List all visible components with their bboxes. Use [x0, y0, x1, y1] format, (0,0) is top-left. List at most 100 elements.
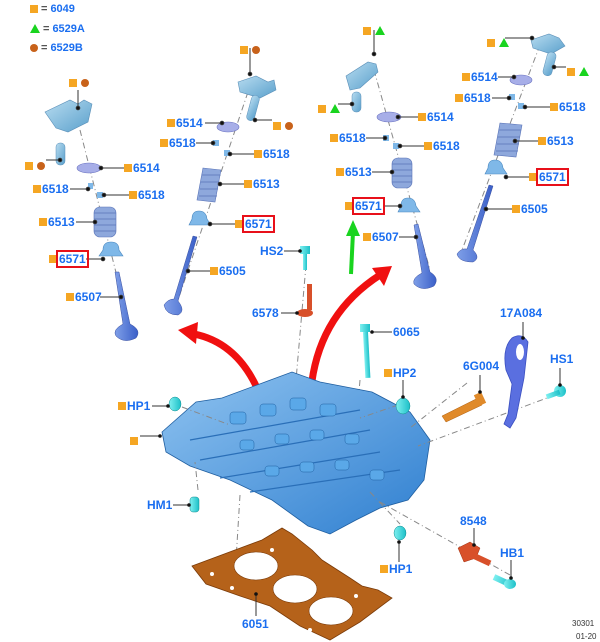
lash-adjuster-icon [246, 95, 260, 121]
callout-6049-6529b [69, 73, 93, 91]
label-6507: 6507 [66, 290, 102, 304]
label-hb1: HB1 [500, 546, 525, 560]
label-hm1: HM1 [147, 498, 173, 512]
label-6578: 6578 [252, 306, 279, 320]
square-marker-icon [273, 122, 281, 130]
valve-icon [456, 184, 494, 263]
keeper-icon [518, 103, 524, 109]
illustration-date: 01-20 [576, 632, 597, 641]
circle-marker-icon [37, 162, 45, 170]
callout-6049-6529a [567, 62, 593, 80]
bolt-hb1-icon [492, 574, 516, 589]
callout-6049-6529a [487, 33, 513, 51]
valve-assembly-4 [456, 33, 566, 263]
plug-hp1-bottom-icon [393, 525, 407, 541]
plug-hp1-icon [168, 396, 182, 412]
red-arrow-left-head [178, 322, 198, 344]
legend-part-number: 6529B [50, 42, 83, 54]
bolt-hs1-icon [545, 385, 566, 400]
rocker-arm-icon [237, 75, 277, 99]
callout-6049-6529b [240, 40, 264, 58]
triangle-marker-icon [579, 67, 589, 76]
label-6514: 6514 [418, 110, 454, 124]
bolt-6065-icon [360, 324, 371, 379]
label-6571-highlighted: 6571 [529, 168, 569, 186]
label-8548: 8548 [460, 514, 487, 528]
red-arrow-right-head [372, 266, 392, 286]
dowel-hm1-icon [189, 496, 200, 513]
label-hp1: HP1 [118, 399, 150, 413]
label-6051: 6051 [242, 617, 269, 631]
label-6518: 6518 [550, 100, 586, 114]
callout-6049-6529b [25, 156, 49, 174]
square-marker-icon [130, 437, 138, 445]
valve-icon [114, 271, 139, 341]
label-6571-highlighted: 6571 [345, 197, 385, 215]
label-6505: 6505 [210, 264, 246, 278]
label-6518: 6518 [33, 182, 69, 196]
square-marker-icon [25, 162, 33, 170]
legend-item-6529a: =6529A [30, 23, 85, 36]
valve-seal-icon [98, 241, 124, 257]
label-6514: 6514 [462, 70, 498, 84]
label-6505: 6505 [512, 202, 548, 216]
valve-spring-icon [391, 157, 413, 189]
lash-adjuster-icon [542, 51, 557, 76]
keeper-icon [224, 150, 230, 156]
legend-part-number: 6529A [52, 23, 85, 35]
label-6065: 6065 [393, 325, 420, 339]
callout-6049-6529a [318, 99, 344, 117]
valve-assembly-2 [163, 75, 277, 316]
label-6518: 6518 [455, 91, 491, 105]
valve-spring-icon [493, 122, 523, 158]
valve-icon [413, 223, 437, 289]
label-6518: 6518 [254, 147, 290, 161]
circle-marker-icon [30, 44, 38, 52]
circle-marker-icon [285, 122, 293, 130]
lash-adjuster-icon [351, 91, 362, 113]
keeper-icon [509, 94, 515, 100]
label-6513: 6513 [39, 215, 75, 229]
label-6513: 6513 [244, 177, 280, 191]
label-6507: 6507 [363, 230, 399, 244]
label-6514: 6514 [167, 116, 203, 130]
valve-spring-icon [93, 206, 117, 238]
triangle-marker-icon [499, 38, 509, 47]
circle-marker-icon [81, 79, 89, 87]
label-hp2: HP2 [384, 366, 416, 380]
valve-seal-icon [397, 197, 421, 213]
label-6g004: 6G004 [463, 359, 500, 373]
head-gasket-icon [191, 527, 393, 641]
triangle-marker-icon [375, 26, 385, 35]
callout-6049-6529a [363, 21, 389, 39]
label-6571-highlighted: 6571 [235, 215, 275, 233]
sensor-6g004-icon [441, 391, 487, 423]
sensor-6578-icon [297, 284, 313, 317]
illustration-code: 30301 [572, 619, 595, 628]
valve-seal-icon [188, 210, 212, 226]
triangle-marker-icon [30, 24, 40, 33]
square-marker-icon [567, 68, 575, 76]
callout-6049-head [130, 431, 142, 449]
label-6518: 6518 [160, 136, 196, 150]
valve-spring-icon [196, 167, 222, 203]
square-marker-icon [363, 27, 371, 35]
label-6513: 6513 [538, 134, 574, 148]
cylinder-head-icon [161, 371, 431, 535]
keeper-icon [88, 183, 93, 189]
valve-icon [163, 235, 198, 316]
sensor-8548-icon [457, 541, 492, 567]
legend-item-6529b: =6529B [30, 42, 83, 55]
leader-lines [46, 30, 566, 300]
rocker-arm-icon [44, 99, 93, 133]
triangle-marker-icon [330, 104, 340, 113]
label-6518: 6518 [330, 131, 366, 145]
label-6518: 6518 [424, 139, 460, 153]
plug-hp2-icon [395, 397, 411, 415]
keeper-icon [213, 140, 219, 146]
valve-assembly-3 [345, 61, 437, 289]
rocker-arm-icon [530, 33, 566, 55]
label-hp1-bottom: HP1 [380, 562, 412, 576]
